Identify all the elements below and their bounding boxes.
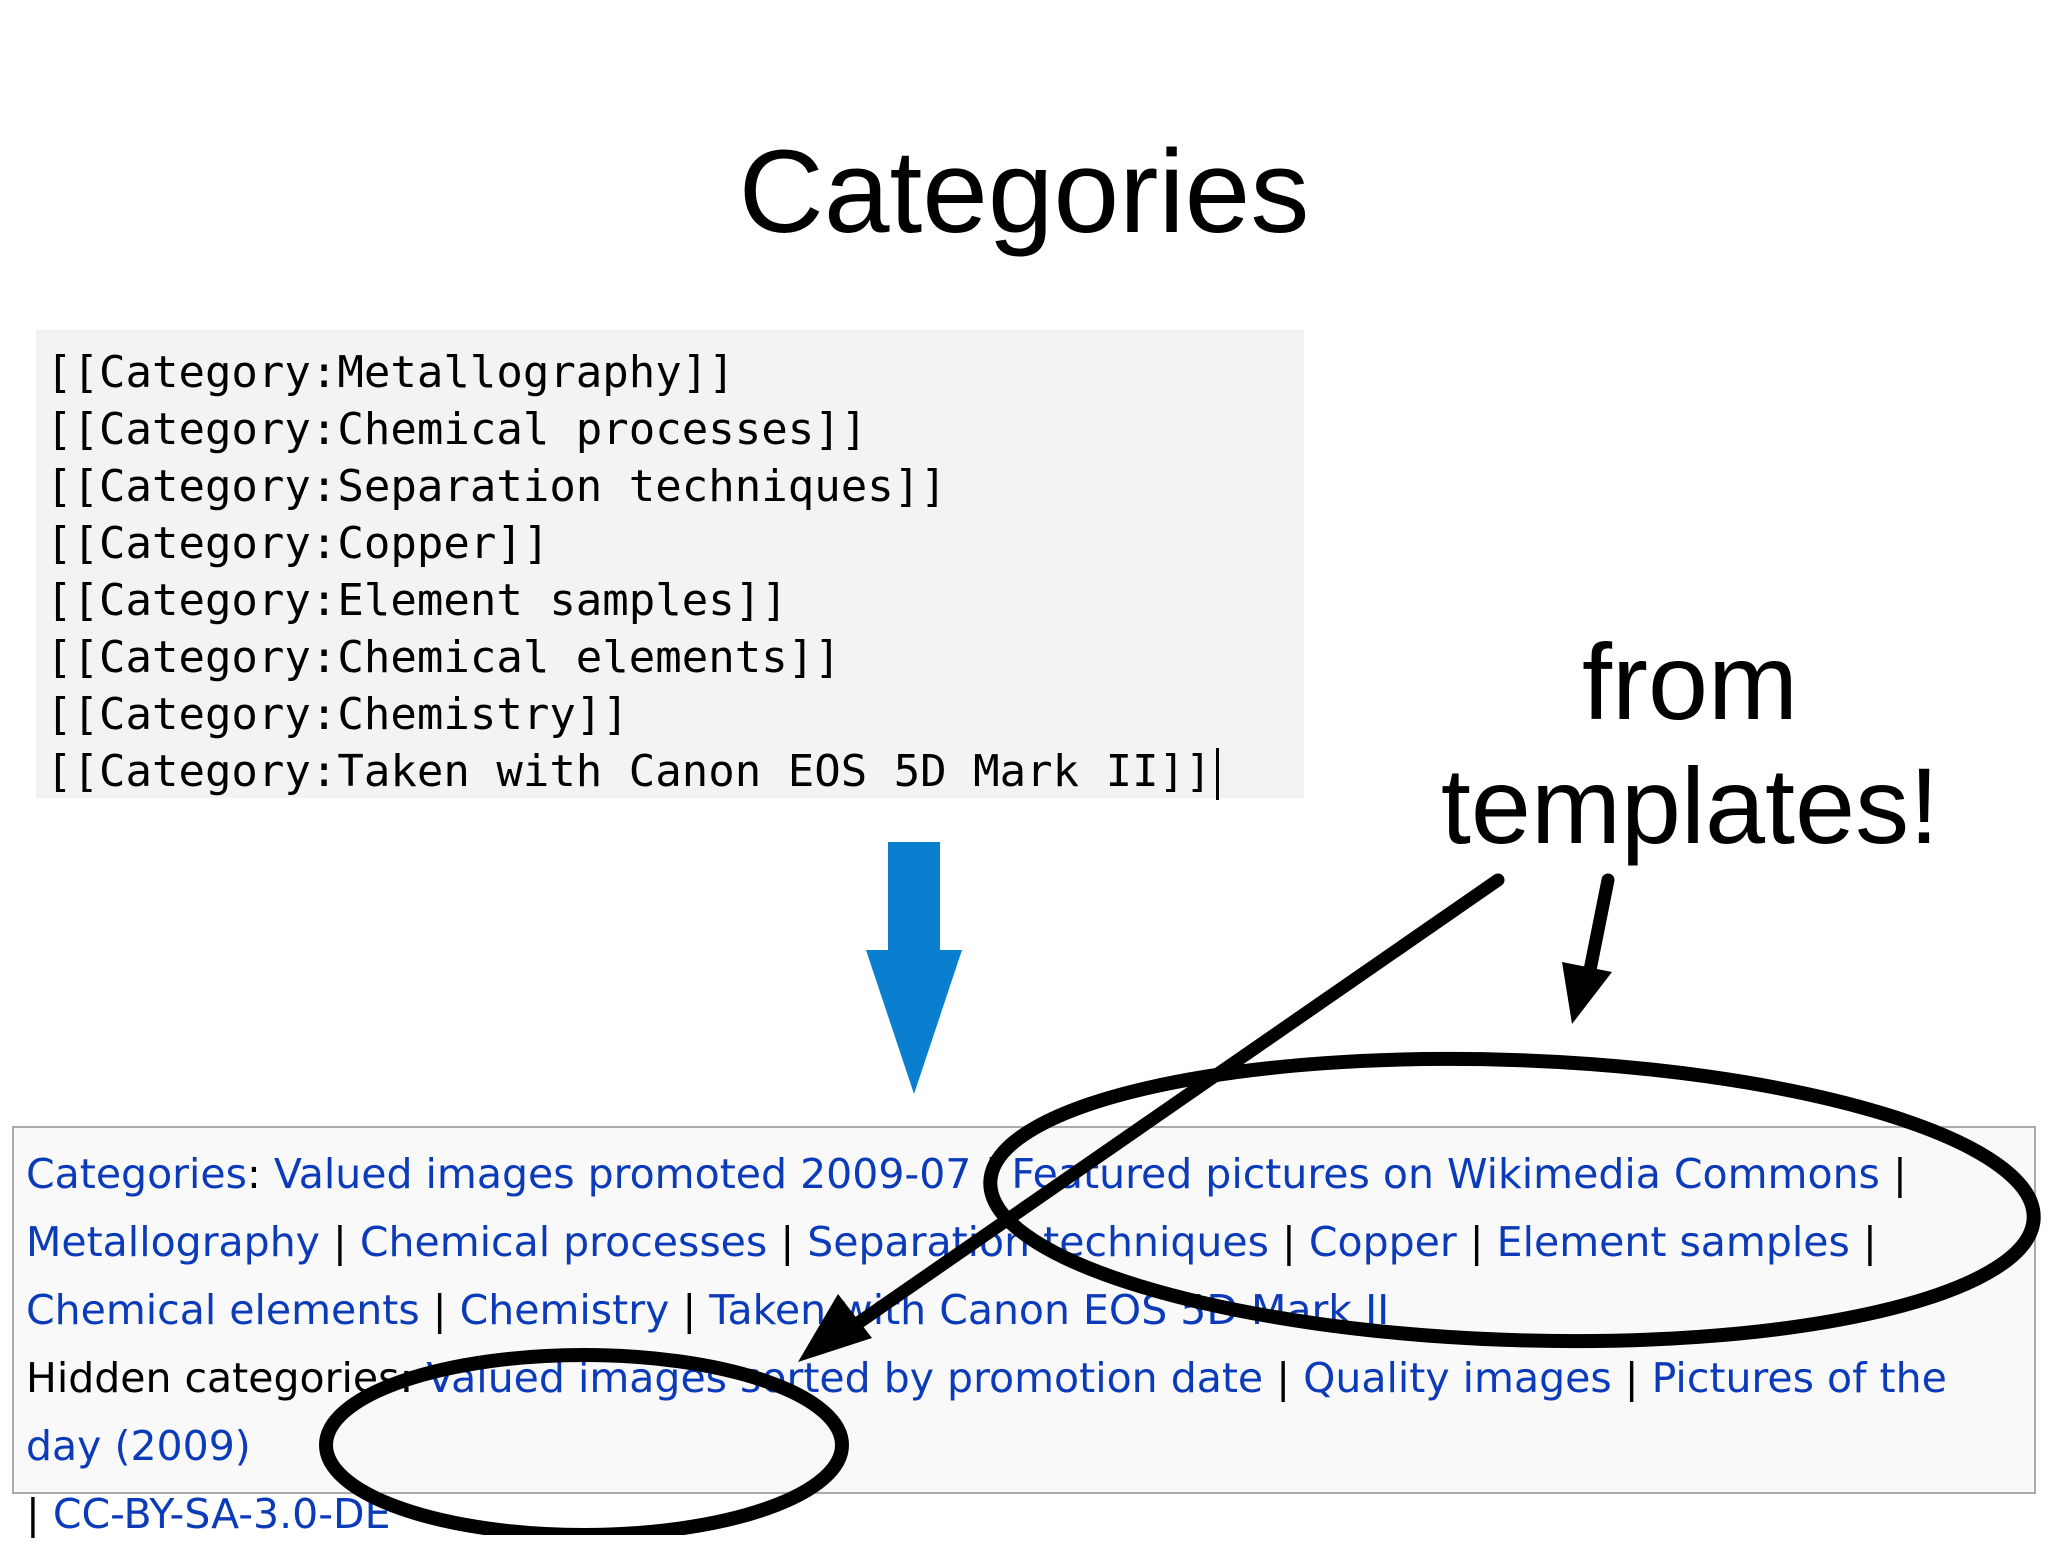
annotation-line-2: templates! xyxy=(1440,745,1940,866)
hidden-categories-label: Hidden categories xyxy=(26,1354,400,1402)
wikitext-line-8-text: [[Category:Taken with Canon EOS 5D Mark … xyxy=(46,746,1212,797)
category-separator: | xyxy=(682,1286,697,1334)
category-line-1: Categories: Valued images promoted 2009-… xyxy=(26,1140,2034,1208)
categories-label-link[interactable]: Categories xyxy=(26,1150,247,1198)
hidden-category-link[interactable]: Pictures of the day (2009) xyxy=(26,1354,1947,1470)
wikitext-line-6: [[Category:Chemical elements]] xyxy=(46,632,841,683)
category-separator: | xyxy=(780,1218,795,1266)
hidden-category-link[interactable]: CC-BY-SA-3.0-DE xyxy=(52,1490,391,1538)
category-link[interactable]: Metallography xyxy=(26,1218,320,1266)
category-line-2: Metallography | Chemical processes | Sep… xyxy=(26,1208,2034,1276)
category-separator: | xyxy=(26,1490,40,1538)
category-link[interactable]: Featured pictures on Wikimedia Commons xyxy=(1011,1150,1880,1198)
hidden-category-link[interactable]: Quality images xyxy=(1303,1354,1612,1402)
category-line-5: | CC-BY-SA-3.0-DE xyxy=(26,1480,2034,1548)
category-separator: | xyxy=(1469,1218,1484,1266)
annotation-text: from templates! xyxy=(1380,620,2000,868)
category-link[interactable]: Chemical elements xyxy=(26,1286,420,1334)
category-separator: | xyxy=(984,1150,999,1198)
category-box: Categories: Valued images promoted 2009-… xyxy=(12,1126,2036,1538)
category-separator: | xyxy=(1892,1150,1907,1198)
wikitext-editor[interactable]: [[Category:Metallography]] [[Category:Ch… xyxy=(36,330,1304,800)
category-line-4: Hidden categories: Valued images sorted … xyxy=(26,1344,2034,1480)
category-separator: | xyxy=(333,1218,347,1266)
wikitext-line-5: [[Category:Element samples]] xyxy=(46,575,788,626)
wikitext-line-3: [[Category:Separation techniques]] xyxy=(46,461,947,512)
category-separator: | xyxy=(1282,1218,1296,1266)
slide-title: Categories xyxy=(738,126,1310,258)
hidden-colon: : xyxy=(399,1354,414,1402)
category-link[interactable]: Separation techniques xyxy=(807,1218,1269,1266)
category-separator: | xyxy=(1862,1218,1877,1266)
category-link[interactable]: Taken with Canon EOS 5D Mark II xyxy=(709,1286,1390,1334)
wikitext-line-7: [[Category:Chemistry]] xyxy=(46,689,629,740)
wikitext-line-4: [[Category:Copper]] xyxy=(46,518,550,569)
pointer-arrow-head xyxy=(1562,962,1612,1024)
wikitext-line-1: [[Category:Metallography]] xyxy=(46,347,735,398)
category-link[interactable]: Element samples xyxy=(1496,1218,1850,1266)
text-cursor xyxy=(1215,748,1219,800)
category-link[interactable]: Chemical processes xyxy=(359,1218,768,1266)
category-link[interactable]: Valued images promoted 2009-07 xyxy=(273,1150,972,1198)
wikitext-line-8: [[Category:Taken with Canon EOS 5D Mark … xyxy=(46,743,1304,800)
annotation-line-1: from xyxy=(1582,621,1798,742)
category-separator: | xyxy=(432,1286,447,1334)
pointer-arrow-icon xyxy=(1581,873,1615,987)
category-separator: | xyxy=(1624,1354,1639,1402)
categories-colon: : xyxy=(247,1150,261,1198)
category-separator: | xyxy=(1276,1354,1291,1402)
wikitext-line-2: [[Category:Chemical processes]] xyxy=(46,404,868,455)
category-link[interactable]: Chemistry xyxy=(459,1286,670,1334)
down-arrow-icon xyxy=(866,842,962,1094)
category-line-3: Chemical elements | Chemistry | Taken wi… xyxy=(26,1276,2034,1344)
category-link[interactable]: Copper xyxy=(1308,1218,1457,1266)
hidden-category-link[interactable]: Valued images sorted by promotion date xyxy=(426,1354,1264,1402)
